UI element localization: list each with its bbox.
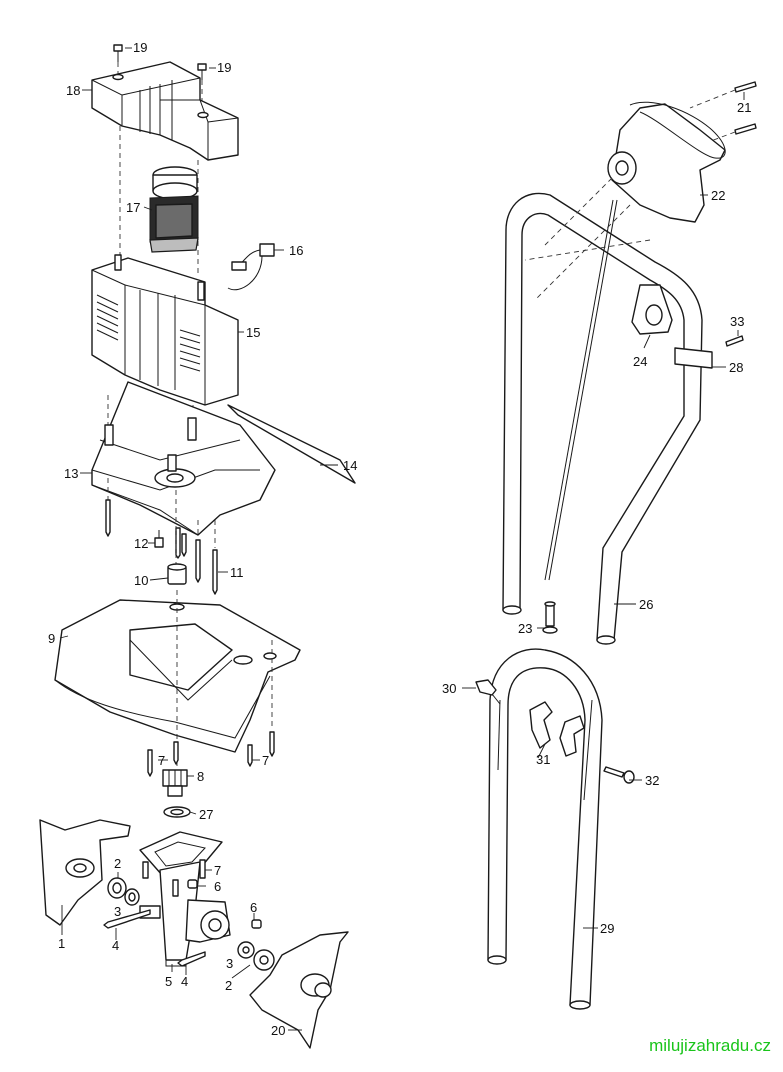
screws-7 xyxy=(147,731,275,777)
motor-17 xyxy=(119,126,199,275)
nuts-6 xyxy=(142,859,262,929)
label-28: 28 xyxy=(729,360,743,375)
plate-14 xyxy=(227,404,356,484)
label-17: 17 xyxy=(126,200,140,215)
label-7a: 7 xyxy=(158,753,165,768)
label-26: 26 xyxy=(639,597,653,612)
label-1: 1 xyxy=(58,936,65,951)
screws-11-12 xyxy=(105,478,218,595)
switch-housing-22 xyxy=(607,101,726,223)
upper-handle-26 xyxy=(502,177,703,645)
lower-handle-29 xyxy=(487,648,603,1010)
label-21: 21 xyxy=(737,100,751,115)
label-19b: 19 xyxy=(217,60,231,75)
motor-housing-15 xyxy=(91,254,239,406)
label-31: 31 xyxy=(536,752,550,767)
label-4a: 4 xyxy=(112,938,119,953)
label-22: 22 xyxy=(711,188,725,203)
part-labels: 19 19 18 17 16 15 14 13 12 11 10 9 7 7 8… xyxy=(48,40,751,1038)
top-cover-18 xyxy=(91,61,239,161)
label-4b: 4 xyxy=(181,974,188,989)
label-19a: 19 xyxy=(133,40,147,55)
label-30: 30 xyxy=(442,681,456,696)
coupling-8 xyxy=(162,769,188,797)
tine-1-left xyxy=(39,819,131,926)
washers-2-3-left xyxy=(107,877,140,906)
tine-20-right xyxy=(249,931,349,1049)
bolts-4 xyxy=(103,909,206,967)
label-7b: 7 xyxy=(262,753,269,768)
label-14: 14 xyxy=(343,458,357,473)
label-32: 32 xyxy=(645,773,659,788)
label-23: 23 xyxy=(518,621,532,636)
label-11: 11 xyxy=(230,565,244,580)
label-2b: 2 xyxy=(225,978,232,993)
bolt-32 xyxy=(603,766,635,784)
label-15: 15 xyxy=(246,325,260,340)
screw-19-right xyxy=(197,63,207,110)
label-12: 12 xyxy=(134,536,148,551)
gear-housing-13 xyxy=(91,381,276,536)
label-27: 27 xyxy=(199,807,213,822)
label-6a: 6 xyxy=(214,879,221,894)
screw-33 xyxy=(725,335,744,347)
label-10: 10 xyxy=(134,573,148,588)
label-24: 24 xyxy=(633,354,647,369)
label-9: 9 xyxy=(48,631,55,646)
label-8: 8 xyxy=(197,769,204,784)
label-7c: 7 xyxy=(214,863,221,878)
grip-24 xyxy=(631,284,673,335)
screw-19-left xyxy=(113,44,123,75)
label-5: 5 xyxy=(165,974,172,989)
clamp-28 xyxy=(674,347,713,369)
plug-23 xyxy=(542,601,558,634)
washers-2-3-right xyxy=(237,941,275,971)
label-18: 18 xyxy=(66,83,80,98)
label-6b: 6 xyxy=(250,900,257,915)
label-13: 13 xyxy=(64,466,78,481)
switch-16 xyxy=(227,243,275,291)
label-20: 20 xyxy=(271,1023,285,1038)
label-29: 29 xyxy=(600,921,614,936)
washer-27 xyxy=(163,806,191,818)
label-33: 33 xyxy=(730,314,744,329)
leader-lines xyxy=(59,47,745,1031)
bolt-30 xyxy=(475,679,501,705)
label-3b: 3 xyxy=(226,956,233,971)
knobs-31 xyxy=(529,701,585,757)
label-3a: 3 xyxy=(114,904,121,919)
label-16: 16 xyxy=(289,243,303,258)
label-2a: 2 xyxy=(114,856,121,871)
shield-9 xyxy=(54,590,301,790)
site-watermark: milujizahradu.cz xyxy=(649,1036,771,1055)
gearbox-5 xyxy=(139,831,231,967)
spacer-10 xyxy=(167,490,187,585)
